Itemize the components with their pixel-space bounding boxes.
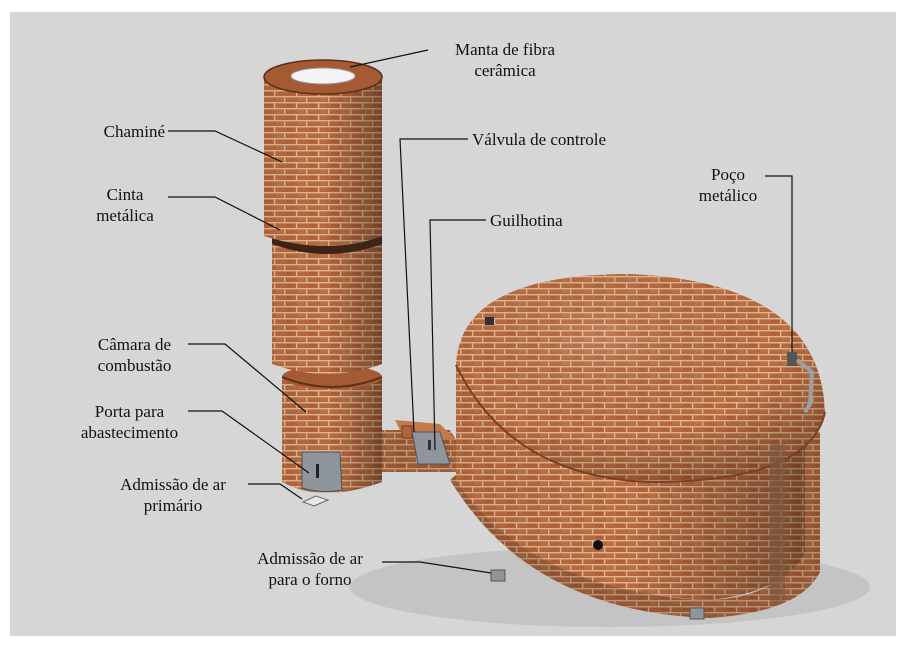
label-camara-line-2: combustão xyxy=(97,356,172,375)
label-manta-line-1: Manta de fibra xyxy=(454,40,556,59)
label-poco-line-2: metálico xyxy=(698,186,758,205)
guillotine-plate xyxy=(411,431,451,465)
label-manta-line-2: cerâmica xyxy=(474,61,536,80)
label-poco: Poço metálico xyxy=(688,164,768,206)
label-porta: Porta para abastecimento xyxy=(72,401,187,443)
label-chamine-line-1: Chaminé xyxy=(103,122,165,141)
label-chamine: Chaminé xyxy=(70,121,165,142)
metal-well xyxy=(787,352,815,414)
kiln-illustration xyxy=(10,12,896,636)
label-cinta: Cinta metálica xyxy=(80,184,170,226)
label-admissao-forno: Admissão de ar para o forno xyxy=(235,548,385,590)
ceramic-fiber-blanket xyxy=(290,67,356,85)
label-cinta-line-2: metálica xyxy=(96,206,154,225)
label-camara: Câmara de combustão xyxy=(82,334,187,376)
fuel-door xyxy=(301,451,343,493)
chimney-lower xyxy=(272,240,382,374)
label-guilhotina-line-1: Guilhotina xyxy=(490,211,563,230)
label-porta-line-1: Porta para xyxy=(94,402,165,421)
label-valvula-line-1: Válvula de controle xyxy=(472,130,607,149)
primary-air-plate xyxy=(301,495,330,507)
leader-lines xyxy=(168,49,793,574)
diagram-frame: Manta de fibra cerâmica Chaminé Válvula … xyxy=(10,12,896,636)
label-camara-line-1: Câmara de xyxy=(97,335,172,354)
label-valvula: Válvula de controle xyxy=(472,129,606,150)
label-poco-line-1: Poço xyxy=(711,165,745,184)
kiln-base xyxy=(450,432,820,618)
label-admissao-forno-line-2: para o forno xyxy=(268,570,352,589)
kiln-peephole-icon xyxy=(593,540,603,550)
label-porta-line-2: abastecimento xyxy=(80,423,179,442)
label-admissao-primario-line-2: primário xyxy=(143,496,203,515)
label-admissao-primario-line-1: Admissão de ar xyxy=(120,475,226,494)
label-admissao-primario: Admissão de ar primário xyxy=(98,474,248,516)
kiln-wall xyxy=(456,365,805,600)
label-manta-fibra: Manta de fibra cerâmica xyxy=(430,39,580,81)
label-admissao-forno-line-1: Admissão de ar xyxy=(257,549,363,568)
kiln-metal-strip xyxy=(770,444,785,602)
chimney-upper xyxy=(263,59,383,246)
label-guilhotina: Guilhotina xyxy=(490,210,563,231)
kiln-air-inlet-icon-2 xyxy=(689,607,705,620)
kiln-air-inlet-icon xyxy=(490,569,506,582)
label-cinta-line-1: Cinta xyxy=(106,185,144,204)
dome-vent-icon xyxy=(485,317,494,325)
metal-band xyxy=(272,236,382,254)
kiln-dome xyxy=(455,274,826,484)
